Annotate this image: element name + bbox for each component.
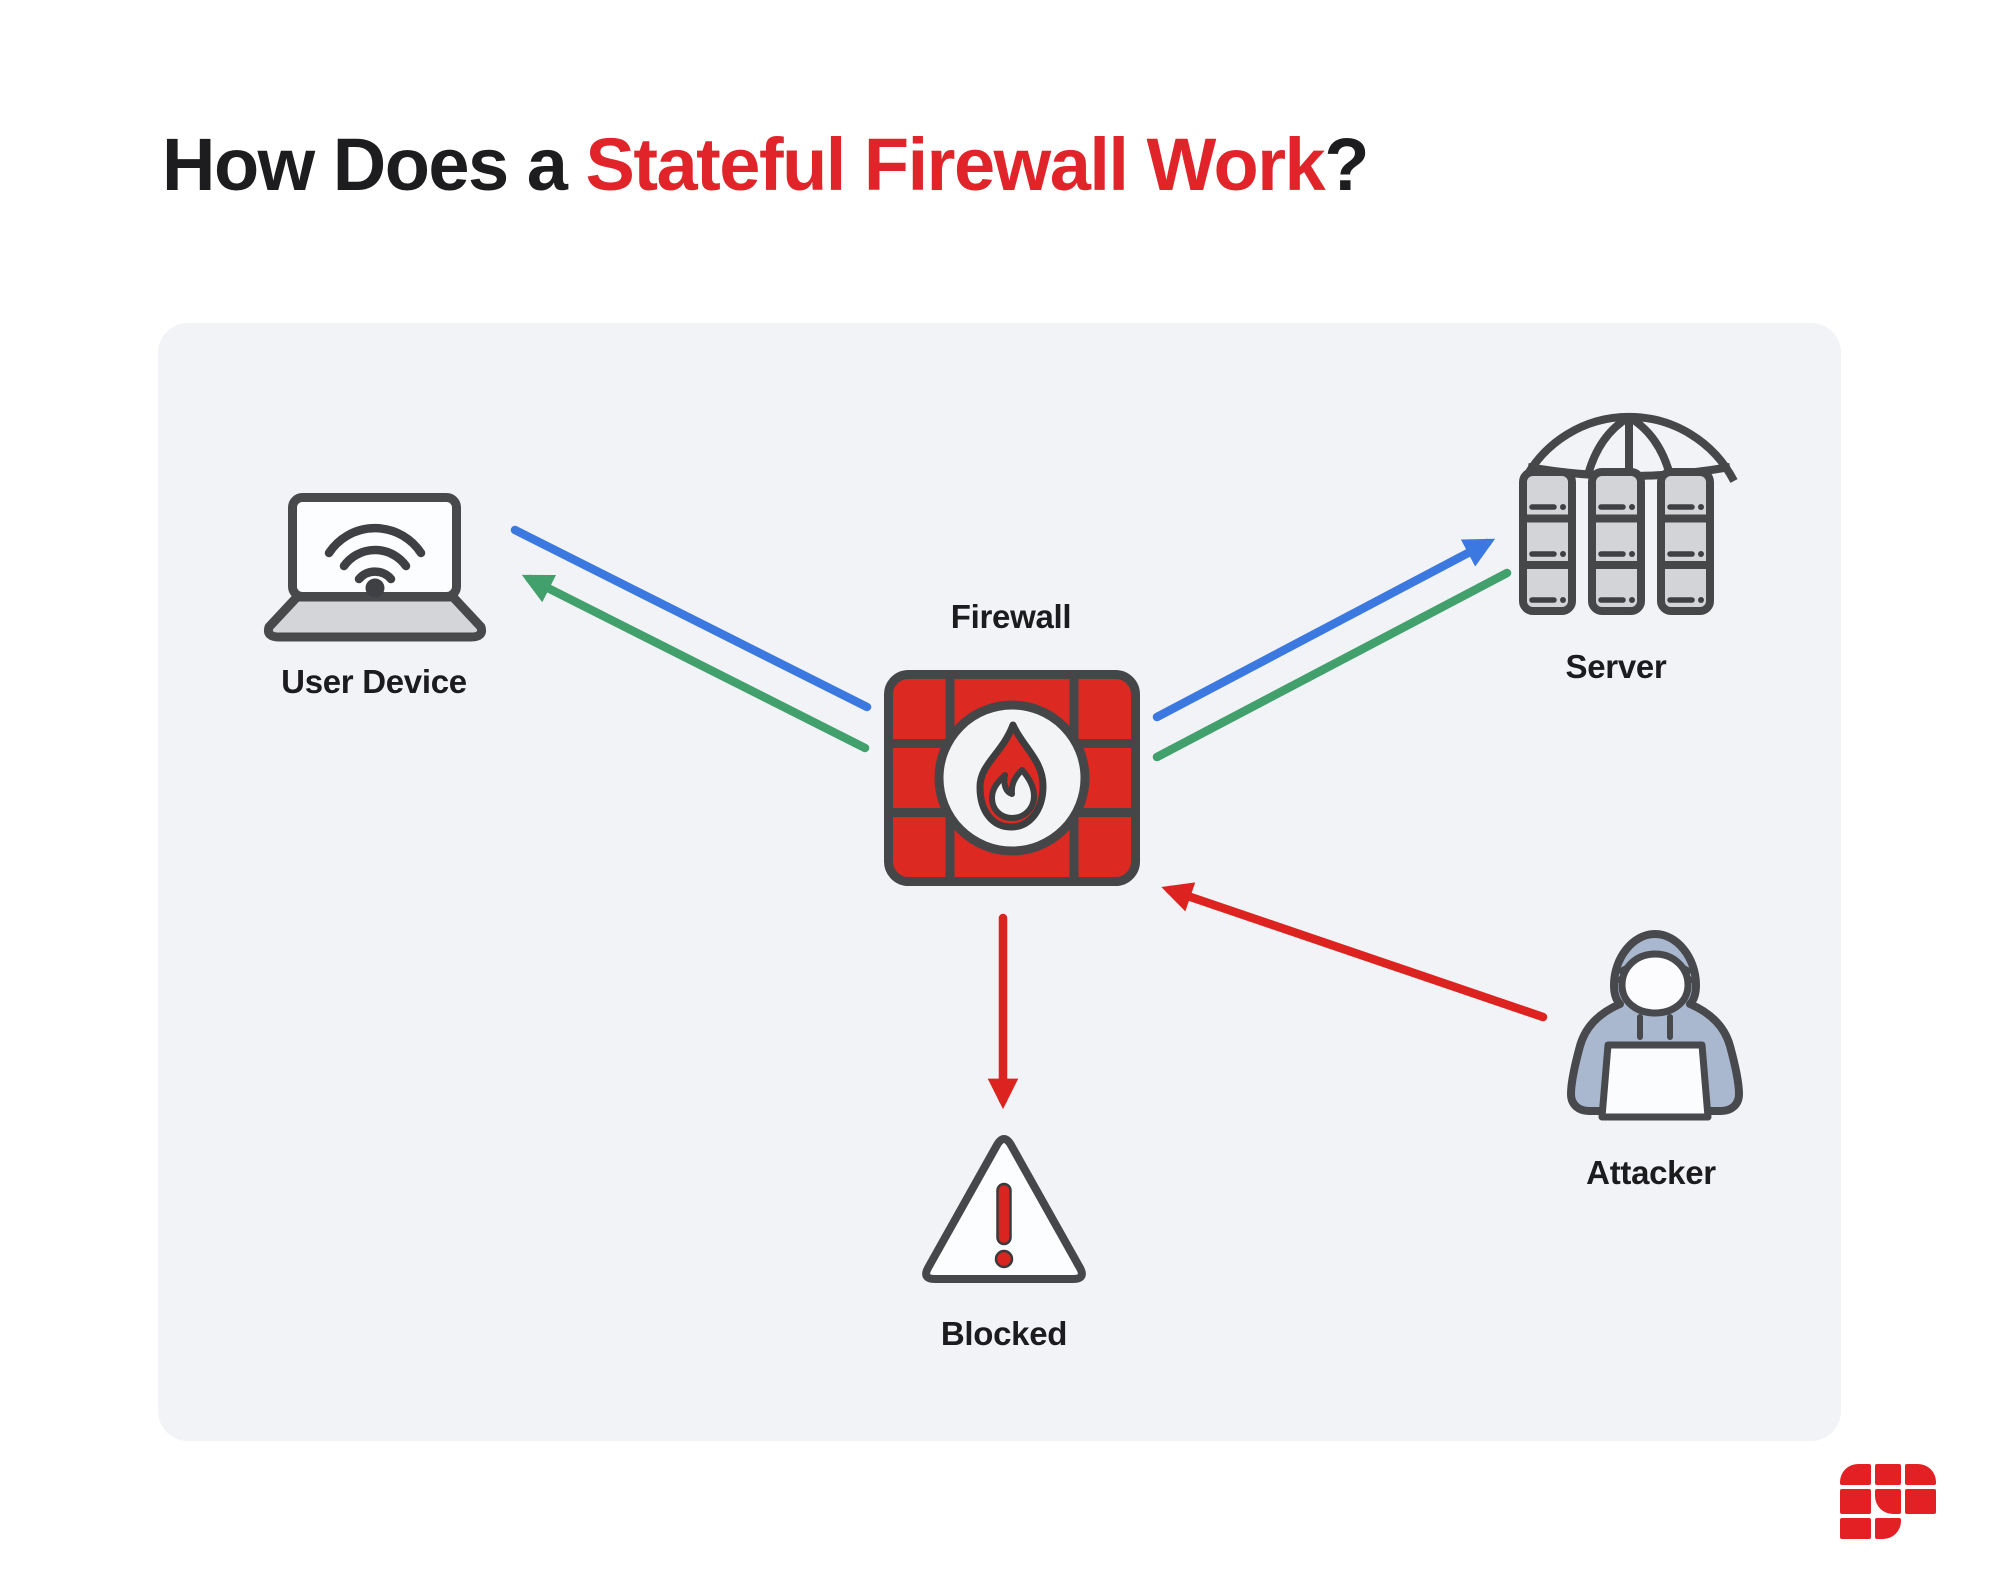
page-title: How Does a Stateful Firewall Work?: [162, 122, 1369, 207]
user-device-label: User Device: [281, 663, 467, 700]
title-highlight: Stateful Firewall Work: [585, 123, 1326, 206]
diagram-panel: [158, 323, 1841, 1441]
fortinet-logo-segment: [1875, 1464, 1901, 1485]
title-prefix: How Does a: [162, 123, 586, 206]
fortinet-logo-segment: [1840, 1489, 1871, 1514]
fortinet-logo-segment: [1840, 1464, 1871, 1485]
fortinet-logo-segment: [1840, 1518, 1871, 1539]
fortinet-logo-segment: [1875, 1489, 1901, 1514]
fortinet-logo: [1840, 1464, 1937, 1539]
attacker-label: Attacker: [1586, 1154, 1716, 1191]
firewall-label: Firewall: [950, 598, 1072, 635]
fortinet-logo-segment: [1905, 1489, 1936, 1514]
blocked-label: Blocked: [940, 1315, 1068, 1352]
server-label: Server: [1565, 648, 1667, 685]
fortinet-logo-segment: [1875, 1518, 1901, 1539]
title-suffix: ?: [1324, 123, 1369, 206]
fortinet-logo-segment: [1905, 1464, 1936, 1485]
